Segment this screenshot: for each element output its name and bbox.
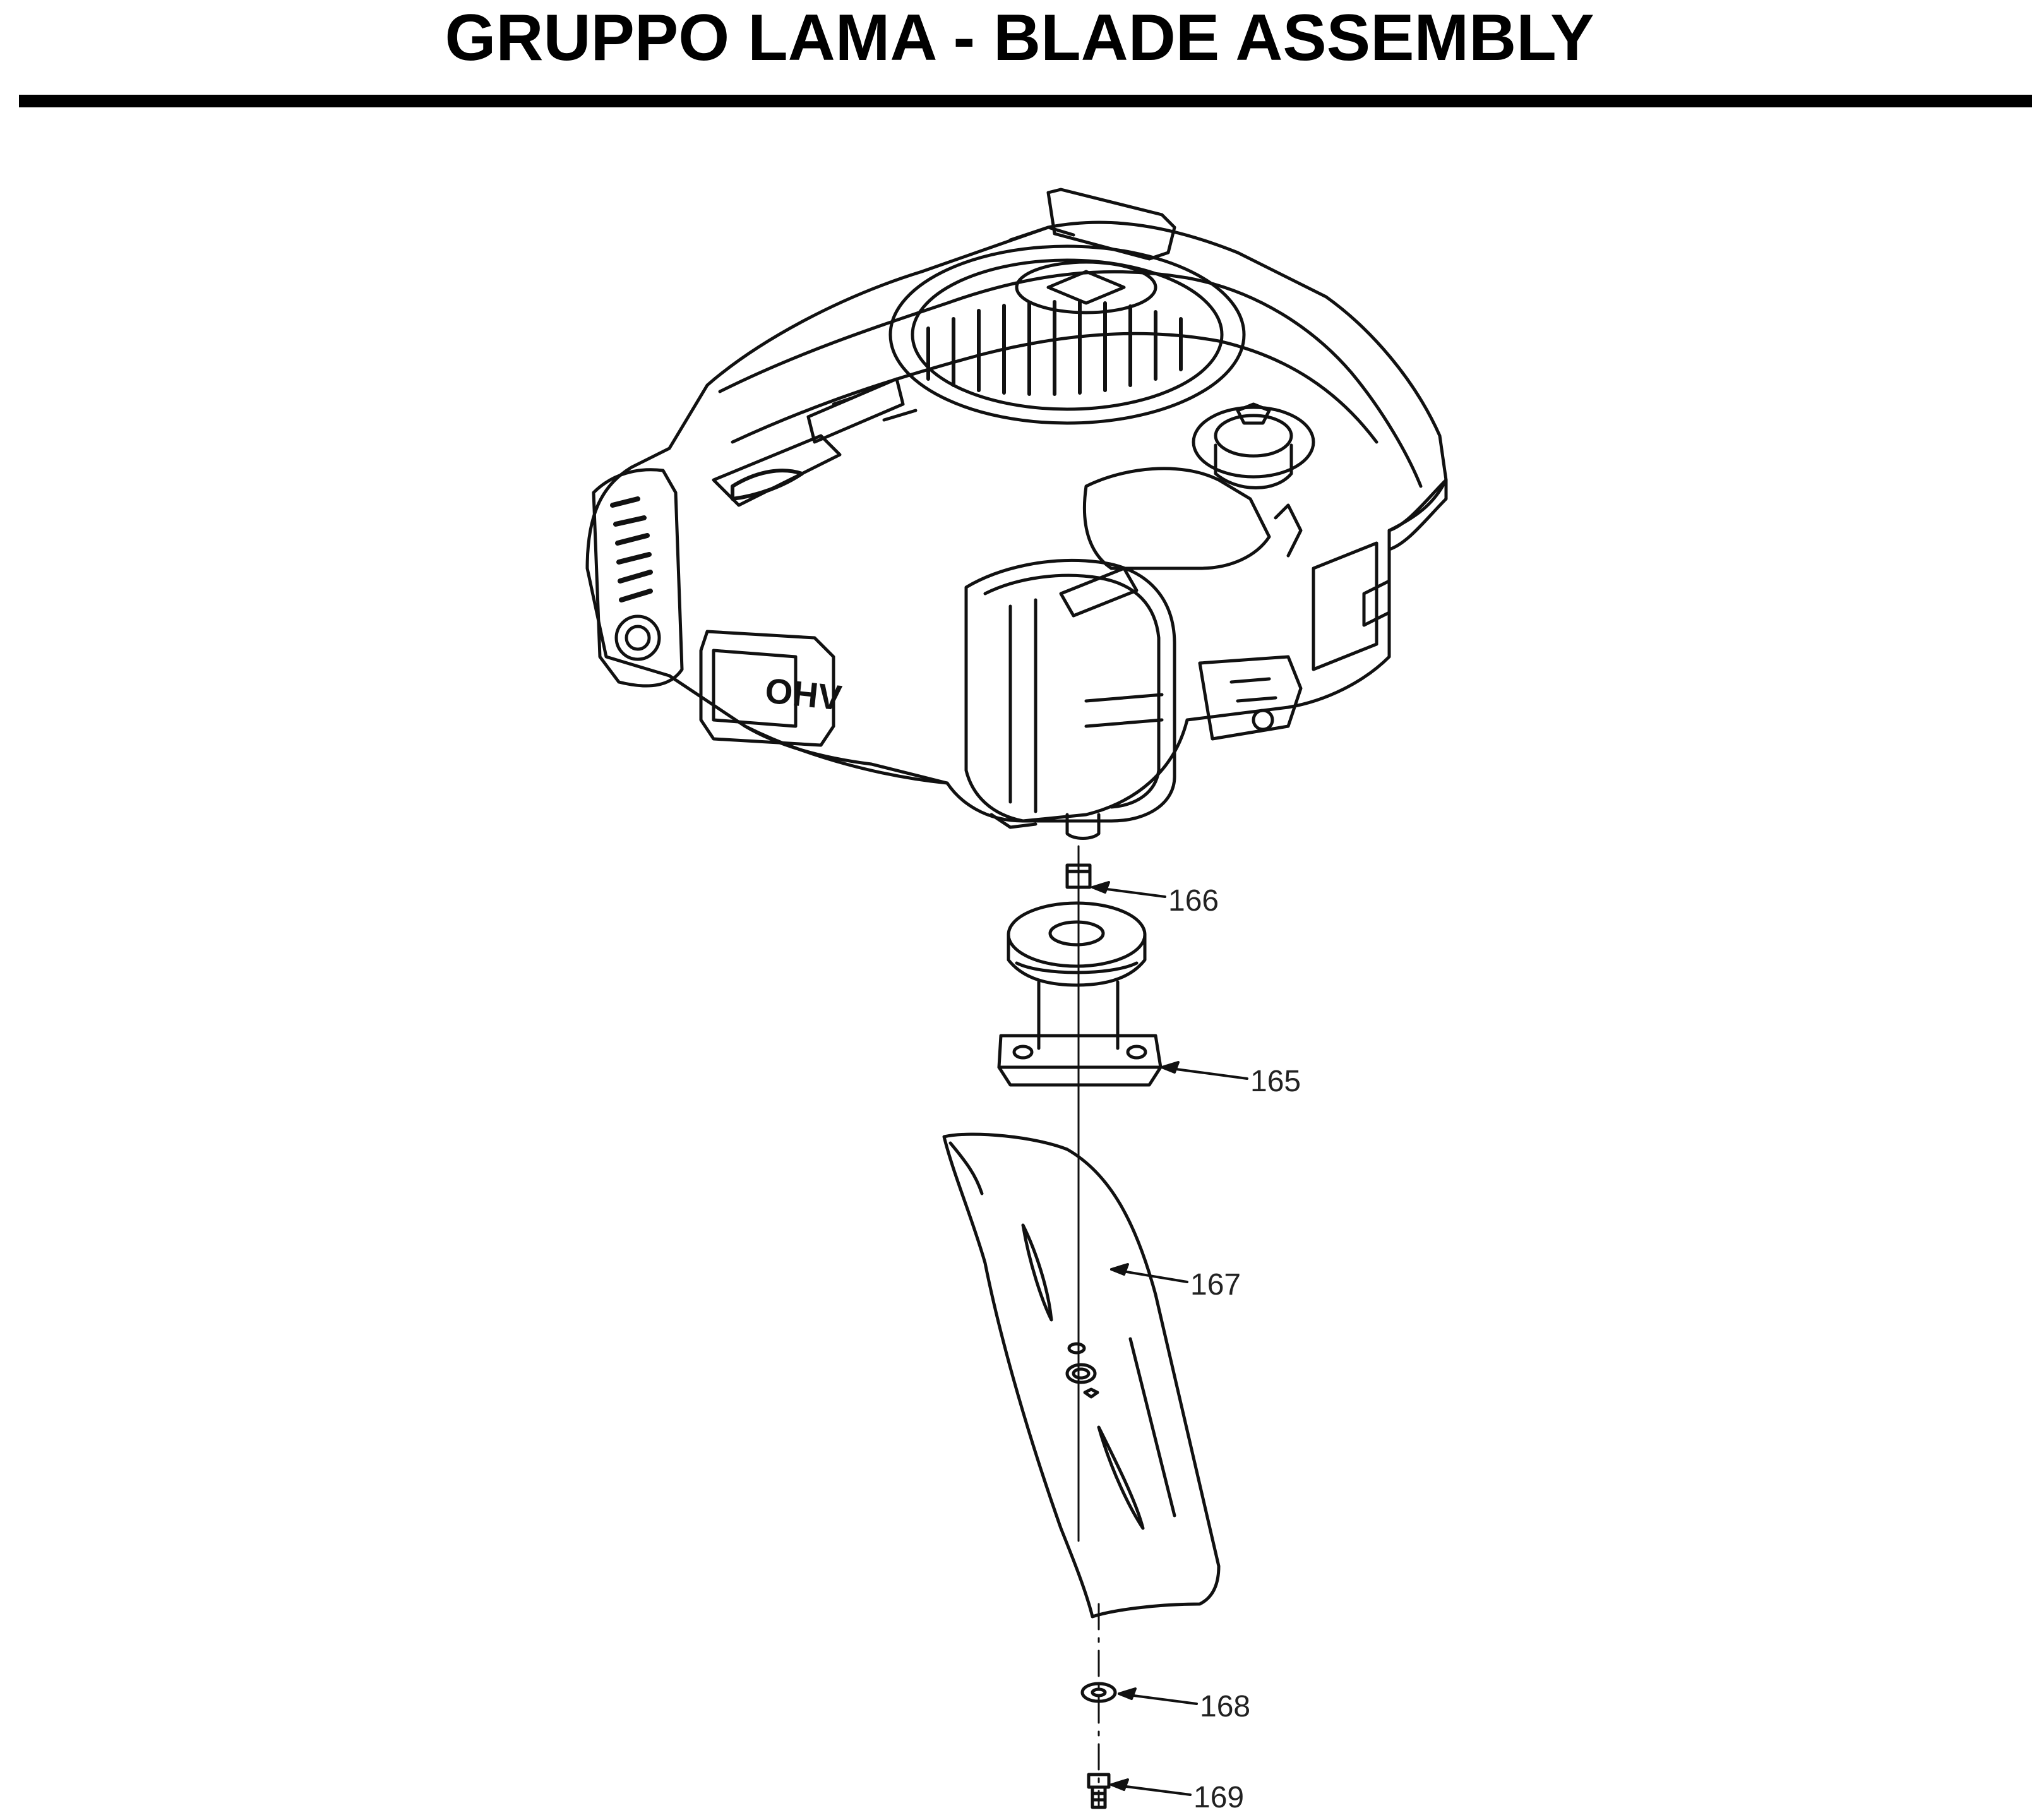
part-166-key bbox=[1065, 863, 1092, 889]
part-167-blade bbox=[942, 1132, 1221, 1619]
callout-168: 168 bbox=[1200, 1690, 1250, 1723]
callout-166: 166 bbox=[1168, 884, 1219, 918]
title-rule bbox=[19, 95, 2032, 107]
part-165-blade-adapter bbox=[997, 901, 1163, 1087]
part-168-washer bbox=[1080, 1682, 1117, 1703]
callout-167: 167 bbox=[1190, 1268, 1241, 1302]
page-title: GRUPPO LAMA - BLADE ASSEMBLY bbox=[445, 1, 1594, 75]
engine-illustration bbox=[585, 188, 1448, 840]
part-169-bolt bbox=[1087, 1773, 1111, 1809]
callout-169: 169 bbox=[1193, 1781, 1244, 1814]
engine-badge-text: OHV bbox=[763, 670, 844, 717]
callout-165: 165 bbox=[1250, 1065, 1301, 1098]
